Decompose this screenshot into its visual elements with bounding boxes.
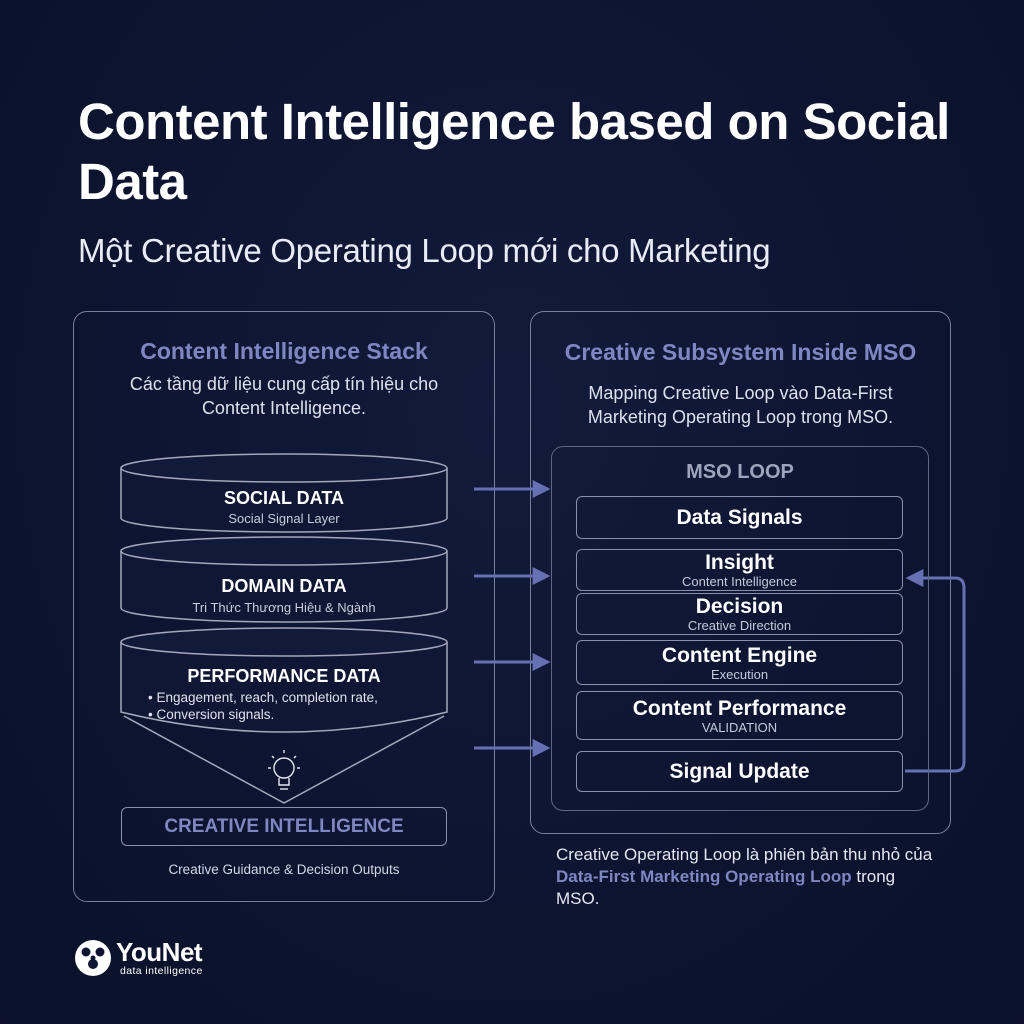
stack-description: Các tầng dữ liệu cung cấp tín hiệu cho C… bbox=[129, 374, 439, 418]
logo-name: YouNet bbox=[116, 937, 203, 967]
lightbulb-icon bbox=[268, 750, 300, 790]
mso-loop-box bbox=[551, 446, 929, 811]
performance-data-title: PERFORMANCE DATA bbox=[187, 666, 381, 686]
step-name: Signal Update bbox=[669, 760, 810, 783]
domain-data-title: DOMAIN DATA bbox=[221, 576, 347, 596]
arrow-right-icon bbox=[474, 480, 551, 757]
step-insight: Insight Content Intelligence bbox=[576, 549, 903, 591]
creative-intelligence-caption: Creative Guidance & Decision Outputs bbox=[168, 862, 400, 877]
bullet-item: • Conversion signals. bbox=[148, 707, 275, 722]
creative-subsystem-panel bbox=[530, 311, 951, 834]
step-name: Decision bbox=[695, 595, 784, 618]
social-data-cylinder bbox=[120, 453, 448, 533]
step-name: Content Engine bbox=[661, 643, 818, 667]
page-title: Content Intelligence based on Social Dat… bbox=[78, 93, 950, 210]
step-decision: Decision Creative Direction bbox=[576, 593, 903, 635]
step-name: Data Signals bbox=[676, 506, 803, 529]
subsystem-heading: Creative Subsystem Inside MSO bbox=[564, 339, 917, 365]
mso-loop-title: MSO LOOP bbox=[686, 461, 794, 483]
creative-intelligence-box: CREATIVE INTELLIGENCE bbox=[121, 807, 447, 846]
footnote: Creative Operating Loop là phiên bản thu… bbox=[556, 844, 936, 910]
step-sub: Execution bbox=[710, 666, 769, 682]
step-content-performance: Content Performance VALIDATION bbox=[576, 691, 903, 740]
step-sub: Content Intelligence bbox=[682, 574, 797, 589]
domain-data-subtitle: Tri Thức Thương Hiệu & Ngành bbox=[192, 600, 376, 615]
footnote-text: Creative Operating Loop là phiên bản thu… bbox=[556, 845, 933, 864]
younet-logo-icon bbox=[75, 940, 111, 976]
performance-data-funnel bbox=[120, 627, 448, 804]
logo-tagline: data intelligence bbox=[120, 965, 203, 977]
social-data-subtitle: Social Signal Layer bbox=[228, 511, 340, 526]
content-intelligence-stack-panel bbox=[73, 311, 495, 902]
domain-data-cylinder bbox=[120, 536, 448, 623]
step-sub: Creative Direction bbox=[687, 618, 792, 633]
social-data-title: SOCIAL DATA bbox=[224, 488, 344, 508]
performance-data-bullets: • Engagement, reach, completion rate, • … bbox=[148, 689, 438, 723]
loop-return-arrow-icon bbox=[905, 569, 966, 773]
step-name: Insight bbox=[705, 551, 774, 574]
bullet-item: • Engagement, reach, completion rate, bbox=[148, 690, 378, 705]
subsystem-description: Mapping Creative Loop vào Data-First Mar… bbox=[587, 383, 894, 427]
step-name: Content Performance bbox=[632, 696, 847, 720]
stack-heading: Content Intelligence Stack bbox=[140, 338, 428, 364]
step-signal-update: Signal Update bbox=[576, 751, 903, 792]
footnote-highlight: Data-First Marketing Operating Loop bbox=[556, 867, 852, 886]
step-sub: VALIDATION bbox=[701, 719, 778, 735]
footnote-text-end: trong MSO. bbox=[556, 867, 896, 908]
step-content-engine: Content Engine Execution bbox=[576, 640, 903, 685]
page-subtitle: Một Creative Operating Loop mới cho Mark… bbox=[78, 232, 771, 269]
step-data-signals: Data Signals bbox=[576, 496, 903, 539]
